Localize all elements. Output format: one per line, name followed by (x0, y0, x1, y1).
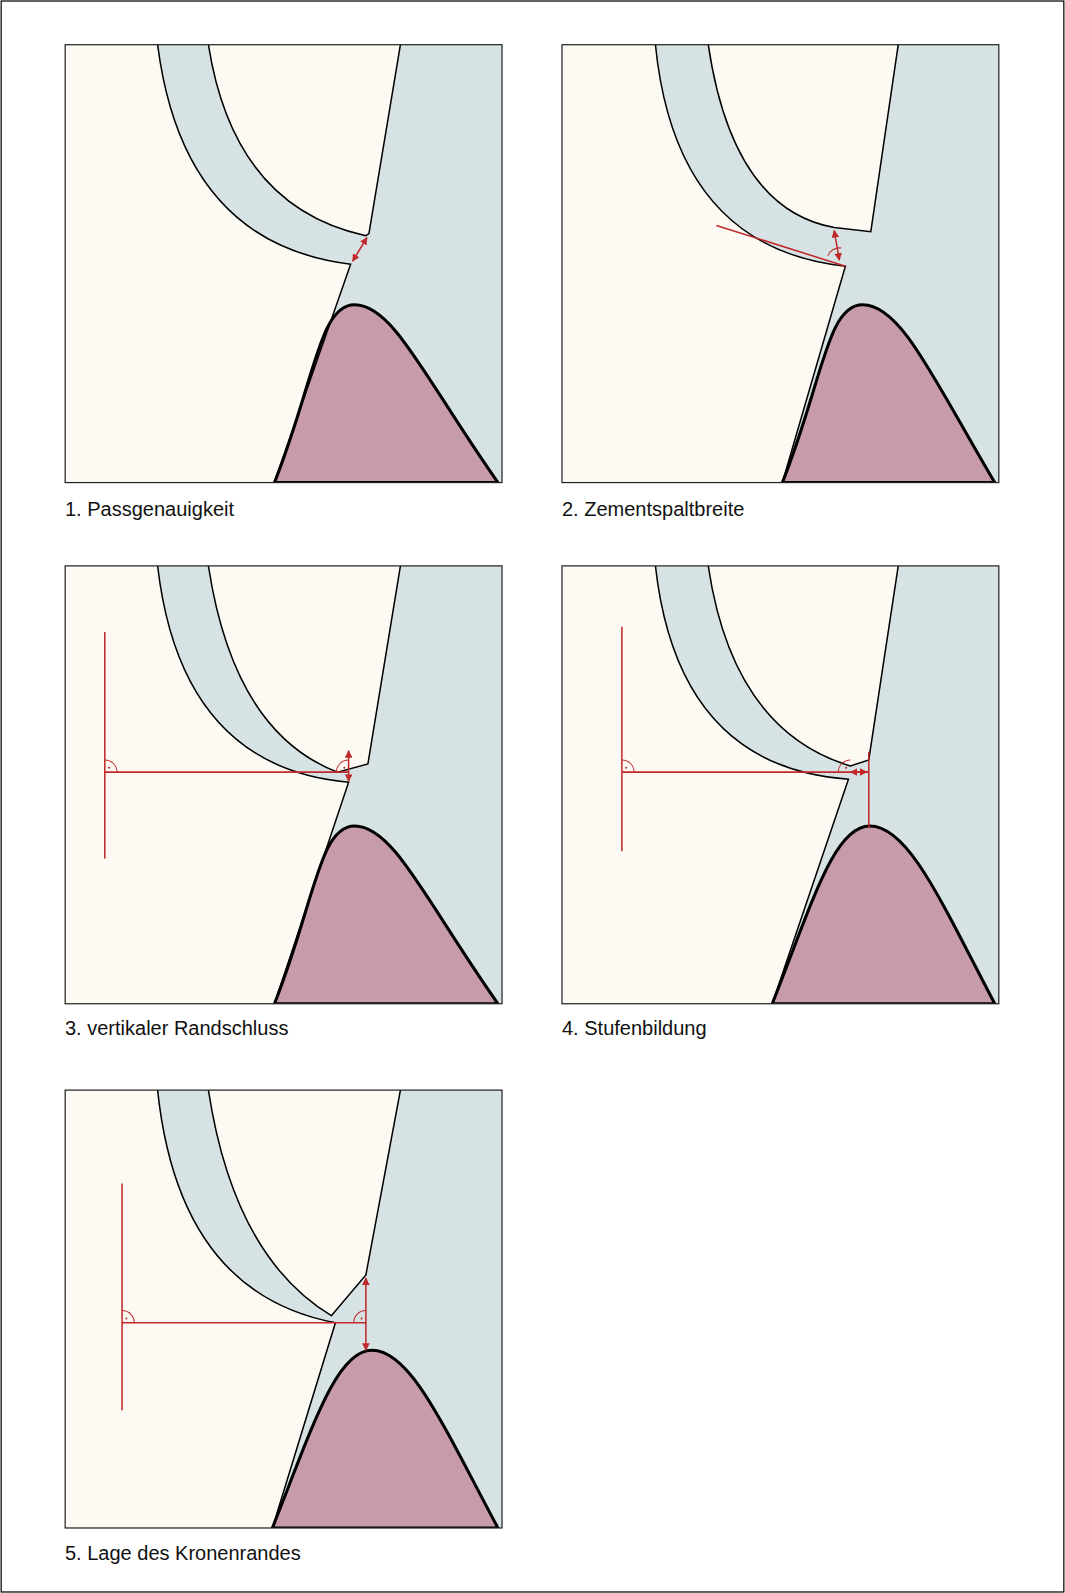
right-angle-mark (105, 760, 117, 772)
right-angle-mark (122, 1311, 134, 1323)
reference-line (121, 1184, 123, 1411)
gingiva (272, 1350, 498, 1528)
crown-outline (208, 1090, 400, 1316)
reference-line (105, 771, 349, 773)
crown (208, 1090, 400, 1316)
right-angle-dot (835, 254, 837, 256)
crown (708, 45, 898, 232)
crown-outline (208, 45, 400, 236)
panel-caption: 1. Passgenauigkeit (63, 497, 236, 521)
measure-arrow (365, 1278, 367, 1350)
panel-frame (562, 566, 999, 1004)
crown-panel (562, 566, 999, 1004)
crown-panel (65, 1090, 502, 1528)
reference-line (104, 632, 106, 859)
right-angle-dot (625, 767, 627, 769)
right-angle-mark (828, 248, 842, 256)
reference-line (868, 752, 870, 828)
right-angle-dot (845, 767, 847, 769)
right-angle-mark (354, 1311, 366, 1323)
panel-frame (65, 45, 502, 483)
crown (708, 566, 898, 766)
tooth-outline (655, 45, 845, 483)
panel-caption: 3. vertikaler Randschluss (63, 1016, 290, 1040)
gap-ground (65, 45, 502, 483)
crown-outline (708, 45, 898, 232)
tooth-outline (158, 45, 351, 483)
right-angle-mark (838, 760, 850, 772)
gingiva (274, 826, 498, 1004)
right-angle-dot (108, 767, 110, 769)
gap-ground (562, 45, 999, 483)
measure-arrow (353, 238, 367, 261)
tooth-outline (158, 1090, 336, 1528)
panel-frame (65, 1090, 502, 1528)
gingiva (782, 305, 994, 483)
gingiva (772, 826, 994, 1004)
gap-ground (65, 1090, 502, 1528)
reference-line (716, 226, 845, 267)
gap-ground (65, 566, 502, 1004)
panel-caption: 5. Lage des Kronenrandes (63, 1541, 303, 1565)
crown-outline (708, 566, 898, 766)
right-angle-mark (336, 760, 348, 772)
crown-panel (562, 45, 999, 483)
reference-line (122, 1322, 366, 1324)
crown (208, 45, 400, 236)
crown-panel (65, 566, 502, 1004)
crown-panel (65, 45, 502, 483)
gap-ground (562, 566, 999, 1004)
reference-line (622, 771, 869, 773)
panel-caption: 4. Stufenbildung (560, 1016, 709, 1040)
panel-caption: 2. Zementspaltbreite (560, 497, 746, 521)
right-angle-dot (361, 1317, 363, 1319)
right-angle-dot (343, 767, 345, 769)
right-angle-mark (622, 760, 634, 772)
measure-arrow (348, 751, 350, 781)
reference-line (621, 627, 623, 852)
crown-outline (208, 566, 400, 772)
right-angle-dot (125, 1317, 127, 1319)
tooth-outline (158, 566, 349, 1004)
tooth-outline (655, 566, 848, 1004)
measure-arrow (850, 771, 866, 773)
gingiva (274, 305, 498, 483)
panel-frame (65, 566, 502, 1004)
crown (208, 566, 400, 772)
panel-frame (562, 45, 999, 483)
measure-arrow (834, 231, 839, 260)
